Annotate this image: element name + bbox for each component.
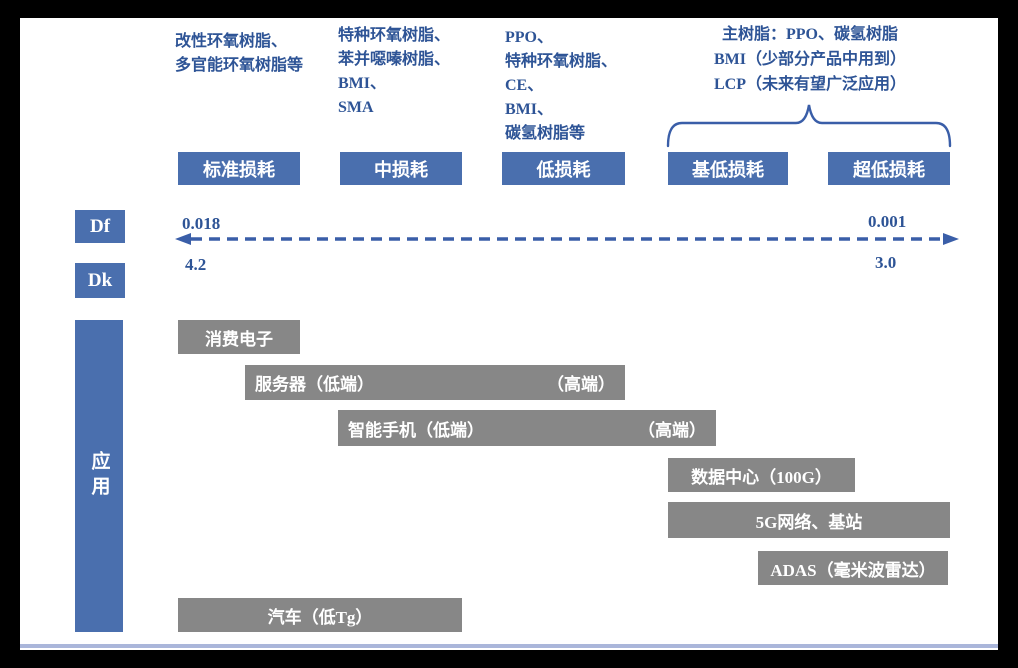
resin-line: BMI（少部分产品中用到） (713, 51, 906, 68)
resin-group-standard: 改性环氧树脂、 多官能环氧树脂等 (175, 30, 303, 78)
bar-label: 汽车（低Tg） (267, 607, 373, 627)
df-label-box: Df (75, 210, 125, 243)
resin-group-low: PPO、 特种环氧树脂、 CE、 BMI、 碳氢树脂等 (505, 26, 617, 146)
loss-level-ultra-low: 超低损耗 (828, 152, 950, 185)
resin-line: SMA (338, 99, 374, 116)
app-bar-server: 服务器（低端） （高端） (245, 365, 625, 400)
loss-level-low: 低损耗 (502, 152, 625, 185)
resin-line: LCP（未来有望广泛应用） (713, 76, 906, 93)
resin-line: 苯并噁嗪树脂、 (338, 51, 451, 68)
resin-line: BMI、 (338, 75, 387, 92)
app-bar-smartphone: 智能手机（低端） （高端） (338, 410, 716, 446)
resin-line: 改性环氧树脂、 (175, 33, 288, 50)
df-dk-axis-arrow-icon (175, 232, 959, 246)
resin-line: 特种环氧树脂、 (338, 27, 451, 44)
bar-label-high-end: （高端） (638, 420, 706, 440)
loss-level-very-low: 基低损耗 (668, 152, 788, 185)
resin-line: BMI、 (505, 101, 554, 118)
bar-label: ADAS（毫米波雷达） (770, 560, 936, 580)
bar-label: 消费电子 (205, 329, 273, 349)
resin-line: CE、 (505, 77, 544, 94)
app-bar-data-center: 数据中心（100G） (668, 458, 855, 492)
resin-line: 主树脂：PPO、碳氢树脂 (722, 26, 898, 43)
df-right-value: 0.001 (868, 212, 907, 231)
bar-label-low-end: 服务器（低端） (255, 375, 374, 394)
dk-right-value: 3.0 (875, 253, 897, 272)
brace-icon (666, 100, 952, 148)
resin-line: 多官能环氧树脂等 (175, 57, 304, 74)
diagram-canvas: 改性环氧树脂、 多官能环氧树脂等 特种环氧树脂、 苯并噁嗪树脂、 BMI、 SM… (20, 18, 998, 650)
resin-line: 碳氢树脂等 (505, 125, 586, 142)
loss-level-standard: 标准损耗 (178, 152, 300, 185)
dk-label-box: Dk (75, 263, 125, 298)
app-bar-consumer-electronics: 消费电子 (178, 320, 300, 354)
bar-label-high-end: （高端） (547, 375, 615, 394)
loss-level-mid: 中损耗 (340, 152, 462, 185)
app-bar-adas: ADAS（毫米波雷达） (758, 551, 948, 585)
df-left-value: 0.018 (182, 214, 221, 233)
bottom-divider (20, 644, 998, 648)
bar-label-low-end: 智能手机（低端） (348, 420, 484, 440)
resin-line: 特种环氧树脂、 (505, 53, 618, 70)
resin-group-ultra-low: 主树脂：PPO、碳氢树脂 BMI（少部分产品中用到） LCP（未来有望广泛应用） (668, 22, 952, 97)
bar-label: 5G网络、基站 (755, 512, 863, 532)
app-bar-5g-network: 5G网络、基站 (668, 502, 950, 538)
resin-group-mid: 特种环氧树脂、 苯并噁嗪树脂、 BMI、 SMA (338, 24, 450, 120)
bar-label: 数据中心（100G） (691, 467, 832, 487)
dk-left-value: 4.2 (185, 255, 207, 274)
app-bar-automotive: 汽车（低Tg） (178, 598, 462, 632)
resin-line: PPO、 (505, 29, 553, 46)
application-axis-label: 应用 (75, 320, 123, 632)
